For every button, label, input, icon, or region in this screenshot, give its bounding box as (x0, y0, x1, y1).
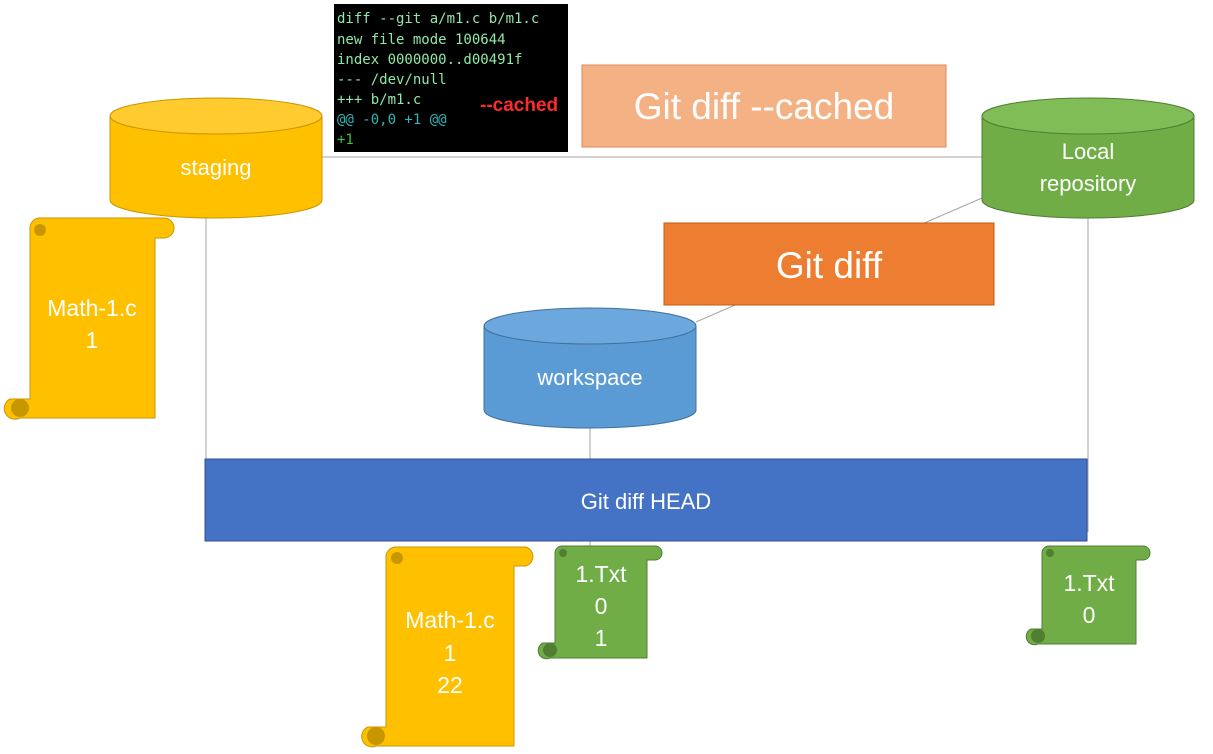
terminal-background (334, 4, 568, 152)
terminal-hunk-header: @@ -0,0 +1 @@ (337, 112, 447, 128)
terminal-line: +++ b/m1.c (337, 92, 421, 108)
terminal-cached-note: --cached (480, 95, 558, 116)
git-diff-label: Git diff (776, 245, 883, 286)
workspace-txt-line: 0 (595, 593, 608, 619)
staging-file-line: 1 (86, 327, 99, 353)
workspace-txt-name: 1.Txt (575, 561, 627, 587)
terminal-line: --- /dev/null (337, 72, 447, 88)
repo-txt-scroll: 1.Txt 0 (1025, 545, 1151, 646)
repository-label-line2: repository (1040, 171, 1137, 196)
workspace-txt-line: 1 (595, 625, 608, 651)
workspace-math-name: Math-1.c (405, 607, 494, 633)
workspace-cylinder: workspace (483, 307, 697, 429)
repository-label-line1: Local (1062, 139, 1115, 164)
workspace-label: workspace (536, 365, 642, 390)
terminal-output: diff --git a/m1.c b/m1.c new file mode 1… (334, 4, 568, 152)
git-diff-head-label: Git diff HEAD (581, 489, 711, 514)
workspace-math-line: 1 (444, 640, 457, 666)
repository-cylinder: Local repository (981, 97, 1195, 219)
workspace-math-scroll: Math-1.c 1 22 (361, 546, 534, 748)
terminal-line: new file mode 100644 (337, 32, 506, 48)
staging-cylinder: staging (109, 97, 323, 219)
terminal-line: diff --git a/m1.c b/m1.c (337, 11, 539, 27)
repo-txt-name: 1.Txt (1063, 570, 1115, 596)
git-diff-cached-label: Git diff --cached (634, 86, 894, 127)
staging-file-name: Math-1.c (47, 295, 136, 321)
repo-txt-line: 0 (1083, 602, 1096, 628)
terminal-added-line: +1 (337, 132, 354, 148)
workspace-txt-scroll: 1.Txt 0 1 (537, 545, 663, 660)
git-diff-cached-box: Git diff --cached (581, 64, 947, 148)
git-diff-head-box: Git diff HEAD (204, 458, 1088, 542)
workspace-math-line: 22 (437, 672, 463, 698)
terminal-line: index 0000000..d00491f (337, 52, 522, 68)
staging-label: staging (181, 155, 252, 180)
staging-file-scroll: Math-1.c 1 (3, 217, 175, 420)
git-diff-box: Git diff (663, 222, 995, 306)
